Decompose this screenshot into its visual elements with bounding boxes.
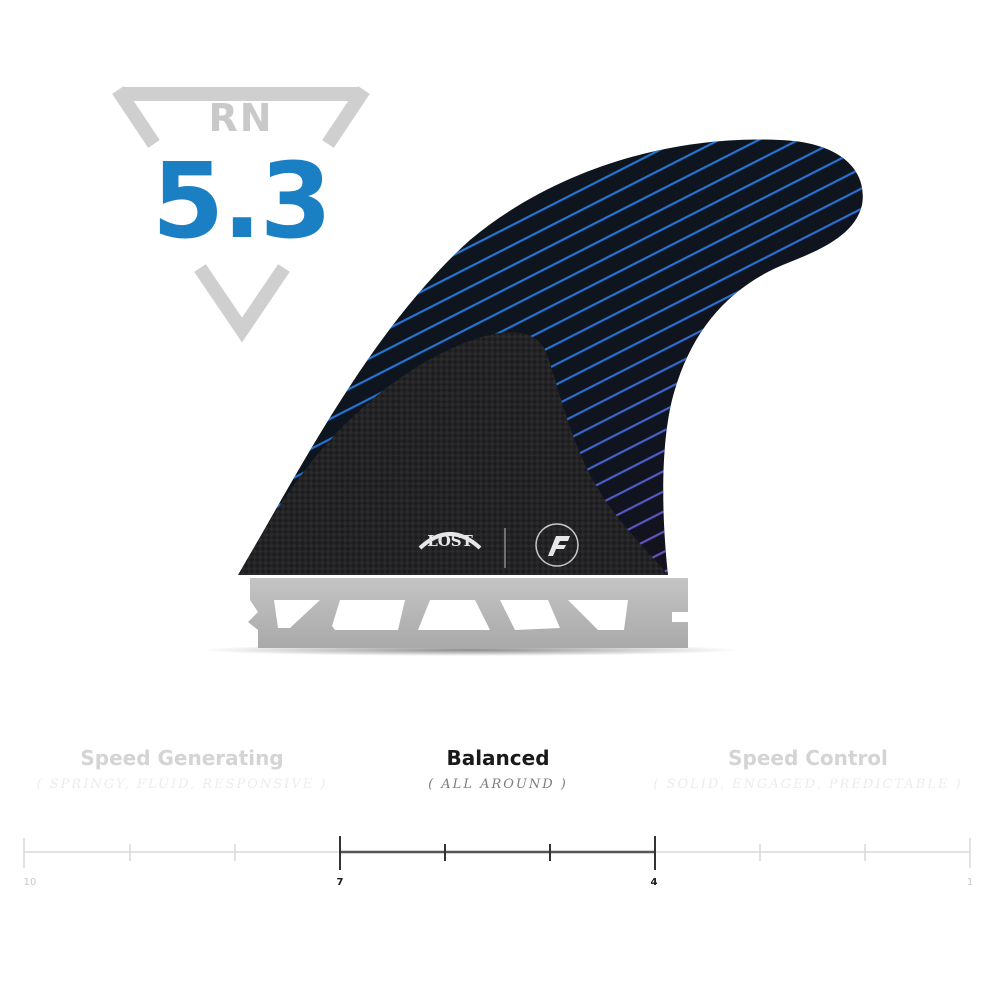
- model-label: RN: [208, 96, 274, 140]
- scale-line: [23, 836, 971, 870]
- category-subtitle: ( SOLID, ENGAGED, PREDICTABLE ): [653, 777, 963, 792]
- category-subtitle: ( ALL AROUND ): [428, 777, 568, 792]
- category-title: Speed Generating: [80, 746, 284, 770]
- tick-label-10: 10: [23, 877, 37, 888]
- category-speed-control: Speed Control ( SOLID, ENGAGED, PREDICTA…: [638, 745, 978, 795]
- tick-label-1: 1: [966, 877, 974, 888]
- lost-logo-icon: LOST: [418, 532, 482, 550]
- triangle-outline-icon: [112, 86, 370, 343]
- fin-body: [238, 139, 863, 575]
- category-balanced: Balanced ( ALL AROUND ): [328, 745, 668, 795]
- category-subtitle: ( SPRINGY, FLUID, RESPONSIVE ): [36, 777, 328, 792]
- rating-value: 5.3: [151, 140, 332, 262]
- category-title: Balanced: [446, 746, 550, 770]
- category-title: Speed Control: [728, 746, 888, 770]
- rating-badge: RN 5.3: [100, 60, 390, 350]
- carbon-core-panel: [238, 332, 668, 575]
- tick-label-4: 4: [650, 877, 658, 888]
- fin-image: LOST: [200, 139, 863, 656]
- category-speed-generating: Speed Generating ( SPRINGY, FLUID, RESPO…: [12, 745, 352, 795]
- futures-f-logo-icon: [535, 523, 579, 567]
- svg-text:LOST: LOST: [427, 532, 473, 550]
- fin-base-tab: [248, 578, 688, 648]
- tick-label-7: 7: [336, 877, 344, 888]
- flex-scale: 10 7 4 1: [0, 830, 1000, 900]
